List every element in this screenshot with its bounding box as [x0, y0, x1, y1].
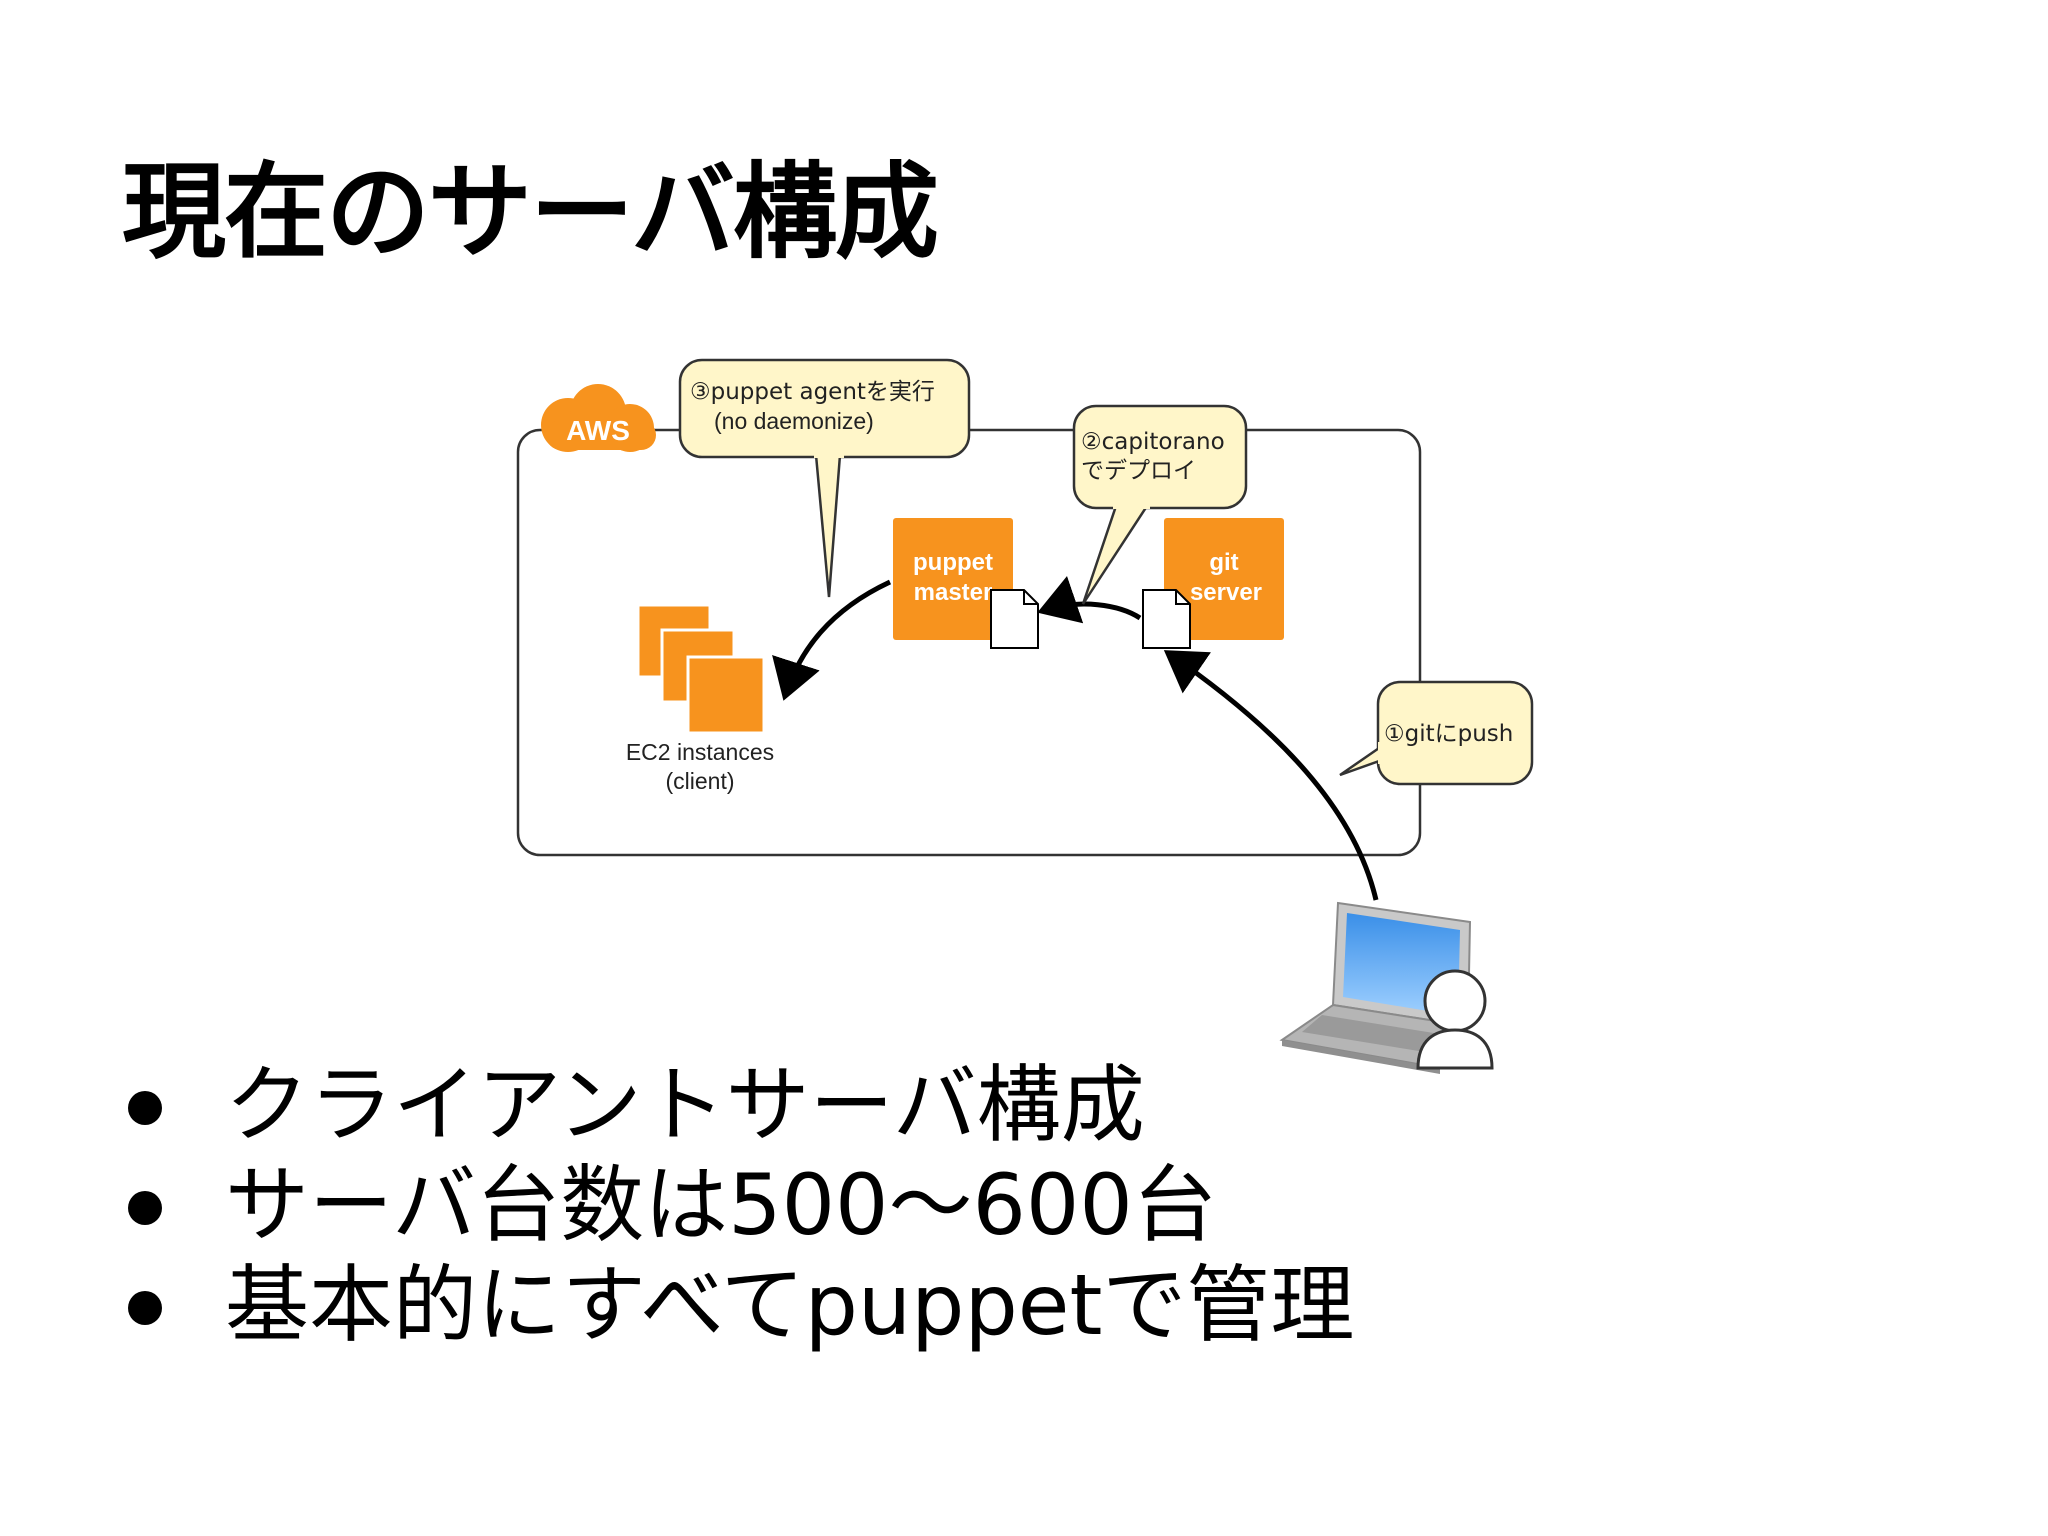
aws-label: AWS: [566, 415, 630, 446]
bullet-dot: [128, 1291, 162, 1325]
callout-git-push: [1339, 680, 1534, 786]
aws-cloud-icon: [541, 384, 656, 452]
callout-git-push-text: ①gitにpush: [1384, 721, 1513, 747]
document-icon: [1142, 589, 1191, 649]
user-icon: [1416, 969, 1494, 1070]
document-icon: [990, 589, 1039, 649]
puppet-master-box: [893, 518, 1013, 640]
callout-puppet-line2: (no daemonize): [714, 408, 874, 434]
bullet-text: 基本的にすべてpuppetで管理: [225, 1256, 1355, 1354]
arrow-puppet-to-ec2: [772, 579, 892, 701]
git-server-box: [1164, 518, 1284, 640]
bullet-dot: [128, 1191, 162, 1225]
callout-puppet-line1: ③puppet agentを実行: [690, 379, 935, 405]
bullet-text: サーバ台数は500〜600台: [225, 1156, 1217, 1254]
puppet-master-line1: puppet: [913, 549, 993, 576]
callout-capistrano: [1072, 404, 1248, 605]
bullet-list: クライアントサーバ構成 サーバ台数は500〜600台 基本的にすべてpuppet…: [120, 1055, 1354, 1355]
arrow-laptop-to-git: [1163, 650, 1379, 901]
ec2-label-line1: EC2 instances: [626, 739, 774, 765]
ec2-instances-icon: [636, 603, 766, 735]
page-title: 現在のサーバ構成: [122, 151, 939, 273]
arrow-git-to-puppet: [1037, 576, 1142, 624]
git-server-line2: server: [1190, 579, 1262, 606]
git-server-line1: git: [1209, 549, 1238, 576]
bullet-item: クライアントサーバ構成: [120, 1055, 1354, 1155]
bullet-item: サーバ台数は500〜600台: [120, 1155, 1354, 1255]
callout-capistrano-line1: ②capitorano: [1081, 429, 1225, 455]
puppet-master-line2: master: [914, 579, 993, 606]
callout-capistrano-line2: でデプロイ: [1081, 458, 1196, 484]
ec2-label-line2: (client): [665, 768, 734, 794]
bullet-text: クライアントサーバ構成: [225, 1056, 1145, 1154]
callout-puppet-agent: [678, 358, 971, 598]
bullet-dot: [128, 1091, 162, 1125]
bullet-item: 基本的にすべてpuppetで管理: [120, 1255, 1354, 1355]
